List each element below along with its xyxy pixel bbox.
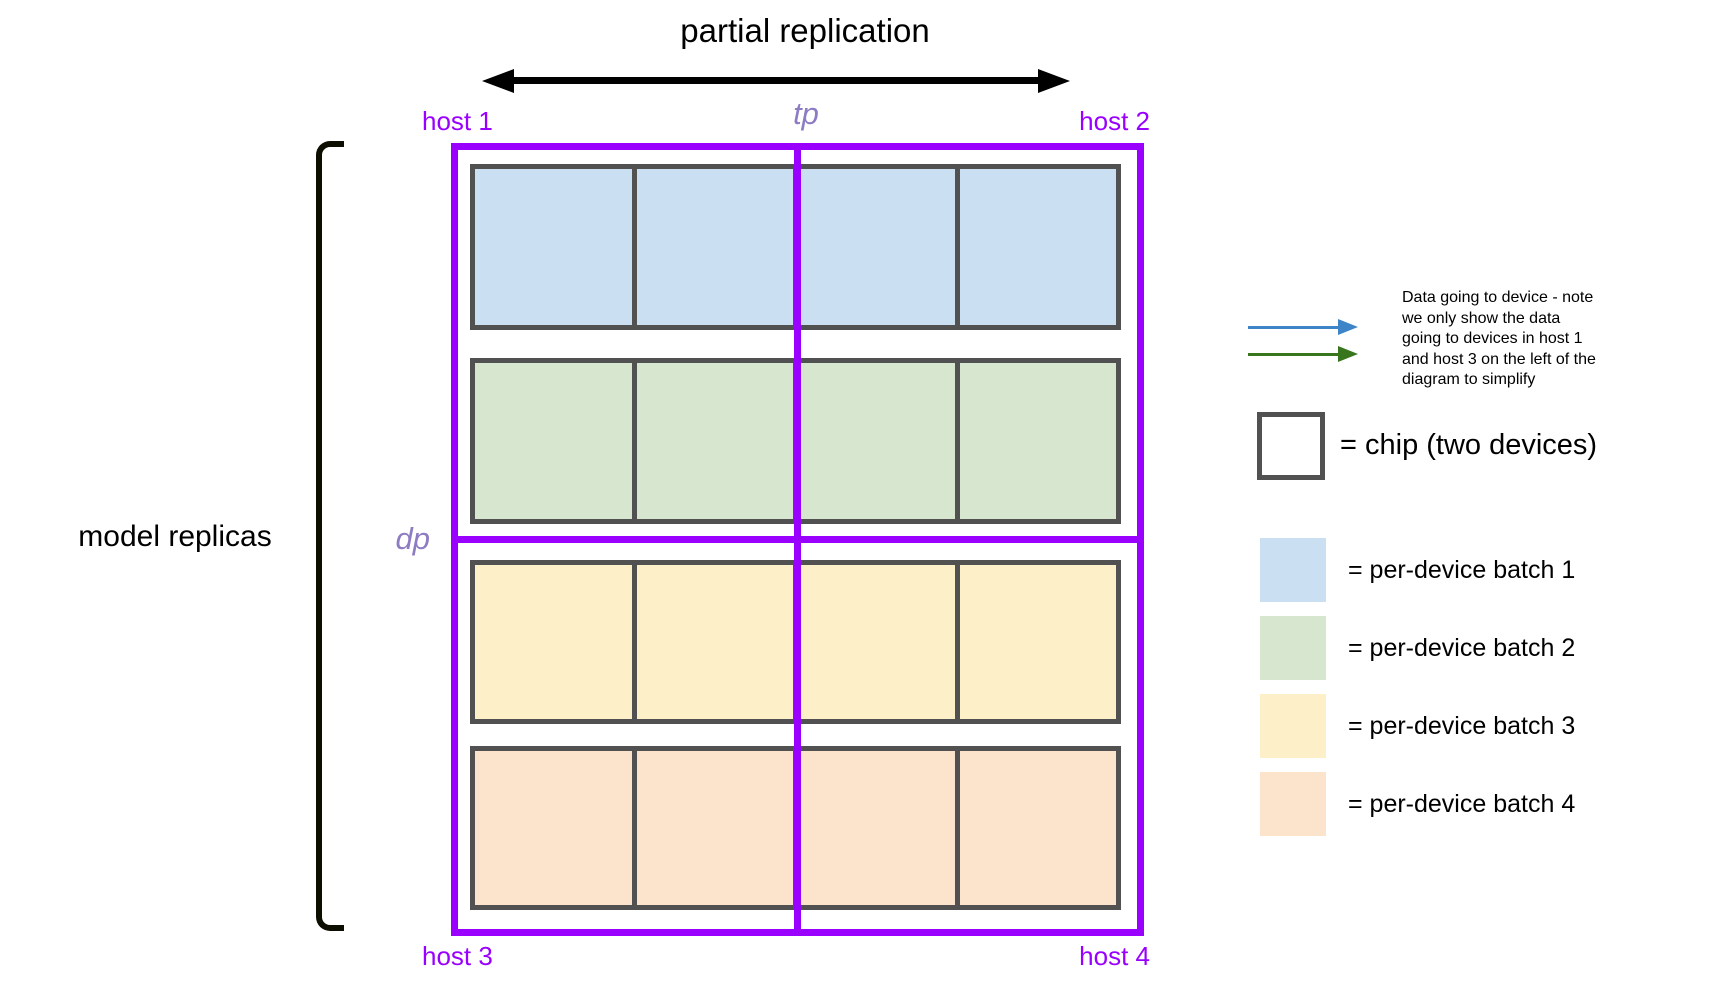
chip [954, 751, 1117, 905]
chip [954, 169, 1117, 325]
host-1-label: host 1 [422, 106, 493, 136]
data-arrow-green-icon [1248, 346, 1358, 362]
arrow-line [1248, 352, 1342, 356]
chip [631, 363, 794, 519]
model-replicas-label: model replicas [78, 520, 272, 553]
partial-replication-arrow-icon [482, 69, 1070, 93]
chip-row-batch-3 [470, 560, 1121, 724]
chip [631, 565, 794, 719]
dp-axis-label: dp [395, 521, 430, 556]
legend-item-batch-2: = per-device batch 2 [1260, 616, 1575, 680]
batch-3-swatch [1260, 694, 1326, 758]
chip [475, 363, 632, 519]
title-partial-replication: partial replication [680, 12, 930, 49]
legend-item-label: = per-device batch 4 [1348, 789, 1576, 818]
chip [475, 169, 632, 325]
legend-item-label: = per-device batch 1 [1348, 555, 1576, 584]
chip-row-batch-2 [470, 358, 1121, 524]
legend-item-label: = per-device batch 2 [1348, 633, 1576, 662]
batch-4-swatch [1260, 772, 1326, 836]
chip [631, 169, 794, 325]
legend-item-batch-3: = per-device batch 3 [1260, 694, 1575, 758]
batch-2-swatch [1260, 616, 1326, 680]
chip [793, 565, 955, 719]
batch-1-swatch [1260, 538, 1326, 602]
chip [631, 751, 794, 905]
arrowhead-right-icon [1338, 319, 1358, 335]
tp-axis-label: tp [793, 96, 819, 131]
chip [793, 751, 955, 905]
model-replicas-bracket [316, 141, 344, 931]
host-3-label: host 3 [422, 941, 493, 971]
chip-legend-label: = chip (two devices) [1340, 429, 1598, 461]
dp-divider [458, 536, 1137, 543]
chip [793, 363, 955, 519]
host-2-label: host 2 [1079, 106, 1150, 136]
chip [475, 565, 632, 719]
chip-row-batch-1 [470, 164, 1121, 330]
arrowhead-right-icon [1038, 69, 1070, 93]
chip [475, 751, 632, 905]
legend-item-label: = per-device batch 3 [1348, 711, 1576, 740]
chip [793, 169, 955, 325]
arrow-line [500, 77, 1052, 84]
arrowhead-right-icon [1338, 346, 1358, 362]
chip [954, 565, 1117, 719]
legend-item-batch-1: = per-device batch 1 [1260, 538, 1575, 602]
legend-item-batch-4: = per-device batch 4 [1260, 772, 1575, 836]
data-arrow-blue-icon [1248, 319, 1358, 335]
host-4-label: host 4 [1079, 941, 1150, 971]
chip-legend-swatch [1257, 412, 1325, 480]
data-arrow-note: Data going to device - note we only show… [1402, 289, 1596, 388]
chip [954, 363, 1117, 519]
arrow-line [1248, 325, 1342, 329]
chip-row-batch-4 [470, 746, 1121, 910]
